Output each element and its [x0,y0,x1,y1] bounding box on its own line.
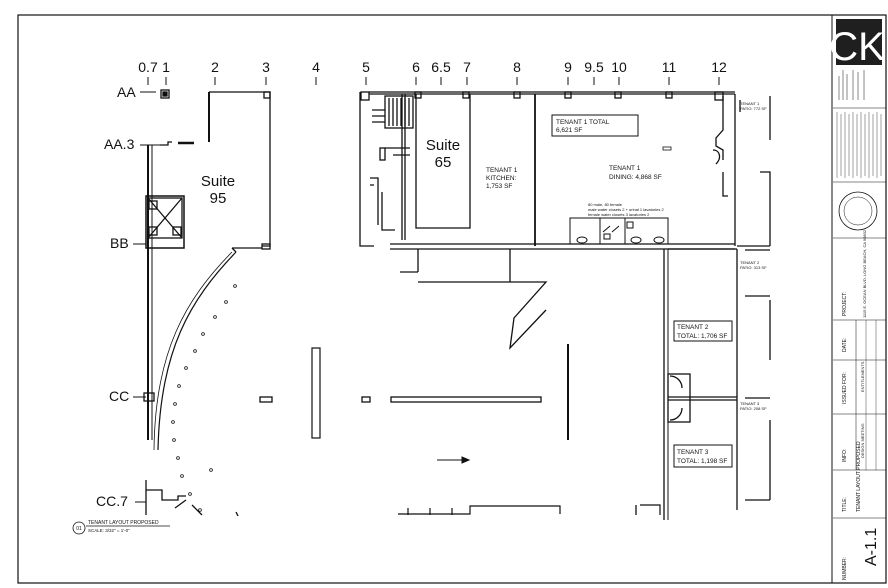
drawing-title-line1: TENANT LAYOUT PROPOSED [88,520,159,526]
title-block: CK PROJECT: 1115 E. OCEAN BLVD. LONG BEA… [829,15,886,583]
sheet-border [17,14,887,584]
bottom-fragments [398,504,661,515]
drawing-title-number: 01 [76,526,82,532]
grid-col-label: 8 [513,59,521,75]
tenant3-total-line1: TENANT 3 [677,449,709,456]
grid-col-label: 12 [711,59,727,75]
restrooms [569,217,669,245]
tb-number-label: NUMBER: [842,557,848,580]
tb-issued-label: ISSUED FOR: [842,372,848,404]
drawing-title-line2: SCALE: 3/32" = 1'-0" [88,528,130,533]
grid-col-label: 2 [211,59,219,75]
grid-col-label: 9.5 [584,59,604,75]
grid-col-label: 6.5 [431,59,451,75]
grid-row-label: BB [110,235,129,251]
tb-date-label: DATE: [842,338,848,352]
grid-row-label: CC.7 [96,493,128,509]
svg-text:80 male, 80 female: 80 male, 80 female [588,202,623,207]
grid-col-label: 7 [463,59,471,75]
firm-logo-text: CK [829,25,885,69]
tenant3-total-box [673,444,733,468]
patio-label: PATIO: 208 SF [740,406,767,411]
east-wall [712,94,771,251]
tenant3-total-line2: TOTAL: 1,198 SF [677,458,727,465]
grid-col-label: 3 [262,59,270,75]
grid-row-leaders [133,91,160,503]
tb-title-label: TITLE: [842,497,848,512]
suite-95-label-line2: 95 [210,190,227,207]
architect-stamp [838,191,878,231]
tenant1-total-box [551,114,639,137]
west-wing-walls [143,89,271,516]
tb-info-label: INFO: [842,449,848,462]
svg-text:TENANT 1: TENANT 1 [486,167,518,174]
tb-issued-value: ENTITLEMENTS [860,361,865,392]
tenant2-total-box [673,320,733,342]
suite-65-label-line1: Suite [426,137,460,154]
tenant1-dining-line1: TENANT 1 [609,165,641,172]
tenant1-total-line1: TENANT 1 TOTAL [556,119,610,126]
tb-sheet-number: A-1.1 [863,528,880,566]
tb-project-value: 1115 E. OCEAN BLVD. LONG BEACH, CA 90802 [862,229,867,318]
column-dots [171,284,237,512]
grid-column-ticks [147,77,720,85]
patio-label: PATIO: 772 SF [740,106,767,111]
grid-row-labels: AA AA.3 BB CC CC.7 [96,84,136,509]
patio-label: TENANT 1 [740,101,760,106]
tenant1-kitchen-label: TENANT 1 KITCHEN: 1,753 SF [486,167,518,190]
direction-arrow-icon [437,456,471,464]
grid-col-label: 1 [162,59,170,75]
grid-col-label: 10 [611,59,627,75]
grid-col-label: 5 [362,59,370,75]
firm-logo [836,19,882,65]
courtyard-elements [235,249,669,520]
drawing-title-callout: 01 TENANT LAYOUT PROPOSED SCALE: 3/32" =… [72,520,170,535]
grid-row-label: CC [109,388,129,404]
tenant1-dining-line2: DINING: 4,868 SF [609,174,662,181]
tb-info-value: DESIGN MEETING [860,423,865,458]
tb-project-label: PROJECT: [842,292,848,316]
svg-text:male water closets 2 + urinal: male water closets 2 + urinal 1 lavatori… [588,207,664,212]
grid-row-label: AA [117,84,136,100]
grid-col-label: 11 [662,59,677,75]
grid-row-label: AA.3 [104,136,135,152]
svg-text:1,753 SF: 1,753 SF [486,183,512,190]
svg-text:female water closets 3 lavator: female water closets 3 lavatories 2 [588,212,650,217]
restroom-note: 80 male, 80 female male water closets 2 … [588,202,664,217]
tenant2-total-line2: TOTAL: 1,706 SF [677,333,727,340]
grid-col-label: 9 [564,59,572,75]
patio-label: PATIO: 313 SF [740,265,767,270]
suite-65-walls [359,91,735,250]
patio-label: TENANT 3 [740,401,760,406]
grid-col-label: 6 [412,59,420,75]
tb-title-value: TENANT LAYOUT PROPOSED [856,441,862,512]
tenant-2-3-zone [667,248,771,510]
tenant2-total-line1: TENANT 2 [677,324,709,331]
grid-column-labels: 0.7 1 2 3 4 5 6 6.5 7 8 9 9.5 10 11 12 [138,59,727,75]
suite-95-label-line1: Suite [201,173,235,190]
svg-text:KITCHEN:: KITCHEN: [486,175,517,182]
dining-column [662,146,672,151]
grid-col-label: 4 [312,59,320,75]
grid-col-label: 0.7 [138,59,158,75]
tenant1-total-line2: 6,621 SF [556,127,582,134]
patio-label: TENANT 2 [740,260,760,265]
suite-65-label-line2: 65 [435,154,452,171]
